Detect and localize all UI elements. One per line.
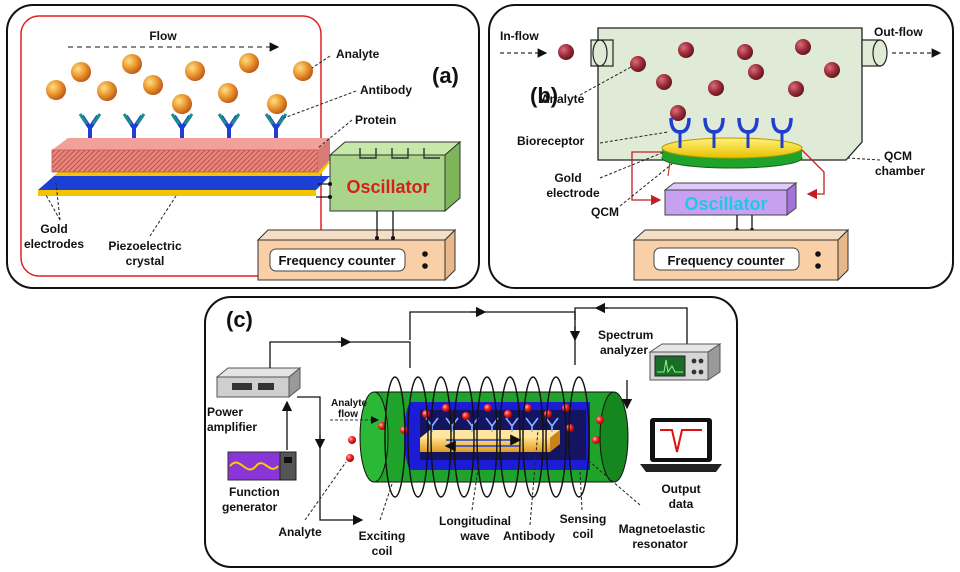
function-generator-label-2: generator <box>222 500 278 514</box>
gold-electrode-label-2: electrode <box>546 186 600 200</box>
sensing-coil-label-1: Sensing <box>560 512 607 526</box>
analyte-label-b-visible: Analyte <box>541 92 585 106</box>
gold-electrodes-label-1: Gold <box>40 222 67 236</box>
power-amplifier <box>215 366 302 399</box>
antibodies-c <box>425 417 559 432</box>
crystal-stack <box>38 138 330 196</box>
sensing-coil-label-2: coil <box>573 527 594 541</box>
in-flow-label: In-flow <box>500 29 539 43</box>
panel-c-tag: (c) <box>226 307 253 332</box>
longitudinal-wave-label-1: Longitudinal <box>439 514 511 528</box>
panel-b: In-flow Out-flow <box>488 4 954 289</box>
gold-electrodes-label-2: electrodes <box>24 237 84 251</box>
frequency-counter-a: Frequency counter <box>256 228 457 282</box>
panel-c: (c) Power amplifier Function generator <box>204 296 738 568</box>
oscillator-label-b: Oscillator <box>684 194 767 214</box>
exciting-coil-label-1: Exciting <box>359 529 406 543</box>
oscillator-box-a: Oscillator <box>328 140 462 213</box>
spectrum-analyzer-label-1: Spectrum <box>598 328 653 342</box>
frequency-counter-label-a: Frequency counter <box>278 253 395 268</box>
flow-label: Flow <box>149 29 177 43</box>
output-data-label-1: Output <box>661 482 700 496</box>
antibody-label-a: Antibody <box>360 83 412 97</box>
oscillator-box-b: Oscillator <box>663 181 798 217</box>
output-data-label-2: data <box>669 497 694 511</box>
panel-b-tag: (b) <box>530 83 558 108</box>
piezo-label-1: Piezoelectric <box>108 239 182 253</box>
analyte-particles-c <box>346 404 604 462</box>
panel-a: Flow <box>6 4 480 289</box>
qcm-chamber <box>597 27 863 161</box>
spectrum-analyzer-label-2: analyzer <box>600 343 648 357</box>
oscillator-label-a: Oscillator <box>346 177 429 197</box>
analyte-flow-label-2: flow <box>338 409 358 420</box>
analyte-particles <box>46 53 313 114</box>
gold-electrode-disc <box>661 137 803 169</box>
coil <box>384 376 590 498</box>
magnetoelastic-label-1: Magnetoelastic <box>619 522 706 536</box>
analyte-label-a: Analyte <box>336 47 380 61</box>
qcm-chamber-label-1: QCM <box>884 149 912 163</box>
protein-label-a: Protein <box>355 113 396 127</box>
analyte-flow-label-1: Analyte <box>331 398 368 409</box>
power-amplifier-label-1: Power <box>207 405 243 419</box>
function-generator <box>227 451 297 481</box>
bioreceptor-label: Bioreceptor <box>517 134 585 148</box>
analyte-particles-b <box>558 39 840 121</box>
frequency-counter-label-b: Frequency counter <box>667 253 784 268</box>
magnetoelastic-cylinder <box>359 391 629 483</box>
qcm-chamber-label-2: chamber <box>875 164 925 178</box>
panel-a-tag: (a) <box>432 63 459 88</box>
out-flow-label: Out-flow <box>874 25 923 39</box>
qcm-label: QCM <box>591 205 619 219</box>
power-amplifier-label-2: amplifier <box>207 420 257 434</box>
function-generator-label-1: Function <box>229 485 280 499</box>
piezo-label-2: crystal <box>126 254 165 268</box>
longitudinal-wave-label-2: wave <box>459 529 490 543</box>
magnetoelastic-label-2: resonator <box>632 537 688 551</box>
antibody-label-c: Antibody <box>503 529 555 543</box>
exciting-coil-label-2: coil <box>372 544 393 558</box>
frequency-counter-b: Frequency counter <box>632 228 850 282</box>
laptop-output <box>640 418 722 472</box>
analyte-label-c: Analyte <box>278 525 322 539</box>
spectrum-analyzer <box>648 343 722 381</box>
gold-electrode-label-1: Gold <box>554 171 581 185</box>
